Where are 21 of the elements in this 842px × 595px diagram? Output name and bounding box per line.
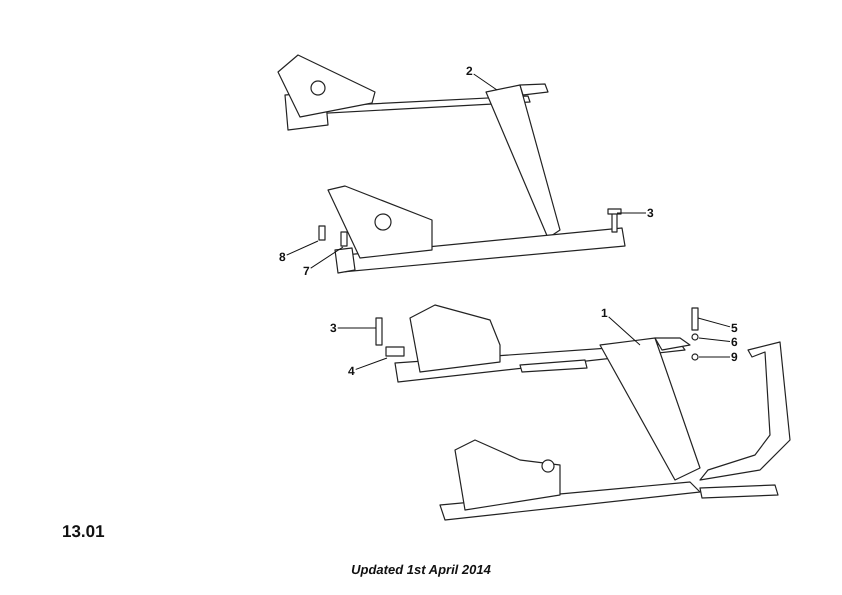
page-number: 13.01	[62, 522, 105, 542]
callout-number: 9	[731, 351, 738, 363]
leader-line	[698, 318, 730, 328]
leader-line	[286, 240, 318, 256]
callout-number: 1	[601, 307, 608, 319]
callout-number: 2	[466, 65, 473, 77]
leader-line	[616, 212, 646, 214]
callout-number: 8	[279, 251, 286, 263]
leader-line	[698, 356, 730, 358]
caption: Updated 1st April 2014	[350, 562, 492, 577]
callout-number: 7	[303, 265, 310, 277]
callout-number: 4	[348, 365, 355, 377]
leader-line	[355, 358, 388, 370]
callout-number: 5	[731, 322, 738, 334]
callout-number: 3	[647, 207, 654, 219]
callout-number: 3	[330, 322, 337, 334]
leader-line	[608, 316, 640, 346]
leader-line	[310, 246, 344, 269]
leader-line	[698, 338, 730, 342]
callout-number: 6	[731, 336, 738, 348]
leader-line	[473, 73, 498, 90]
